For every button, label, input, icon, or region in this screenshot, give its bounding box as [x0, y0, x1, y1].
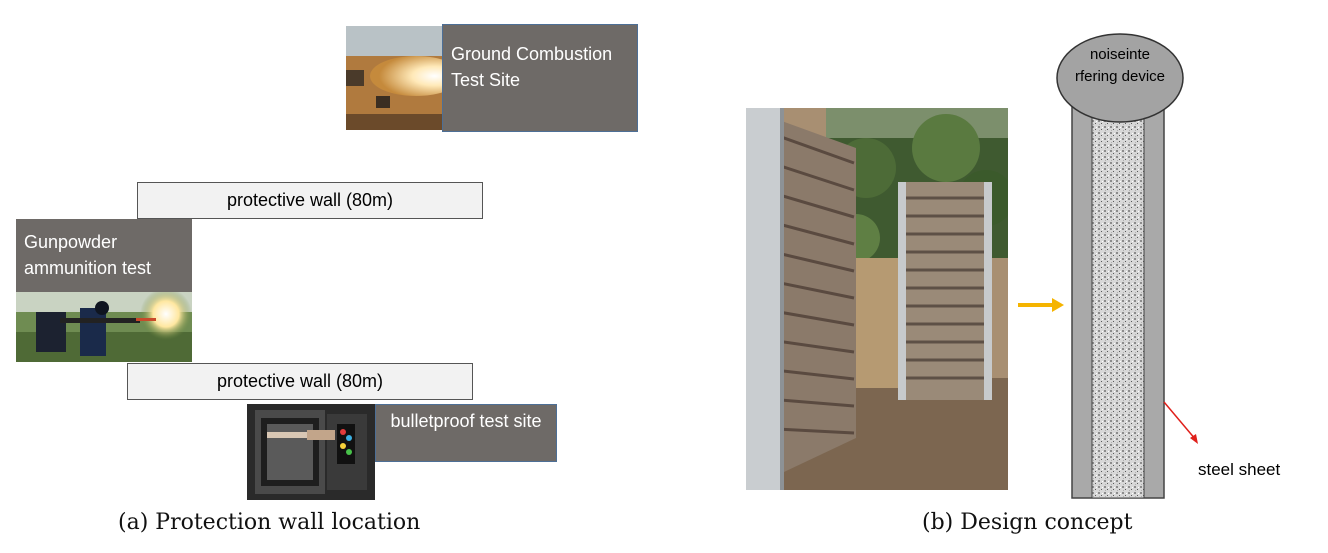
steel-sheet-label: steel sheet	[1198, 460, 1281, 479]
design-concept-diagram	[1056, 33, 1184, 499]
bulletproof-photo	[247, 404, 375, 500]
protective-wall-bottom: protective wall (80m)	[127, 363, 473, 400]
protective-wall-top: protective wall (80m)	[137, 182, 483, 219]
gunpowder-label: Gunpowder ammunition test	[16, 219, 192, 292]
caption-b: (b) Design concept	[922, 510, 1133, 535]
noise-device-ellipse	[1056, 33, 1184, 123]
pointer-arrow-icon	[1163, 401, 1198, 444]
ground-combustion-label: Ground Combustion Test Site	[442, 24, 638, 132]
bulletproof-label: bulletproof test site	[375, 404, 557, 462]
ground-combustion-photo	[346, 26, 444, 130]
caption-a: (a) Protection wall location	[118, 510, 421, 535]
gunpowder-photo	[16, 292, 192, 362]
wall-photo	[746, 108, 1008, 490]
arrow-icon	[1018, 298, 1064, 312]
noise-device-label: noiseinte rfering device	[1074, 46, 1166, 85]
